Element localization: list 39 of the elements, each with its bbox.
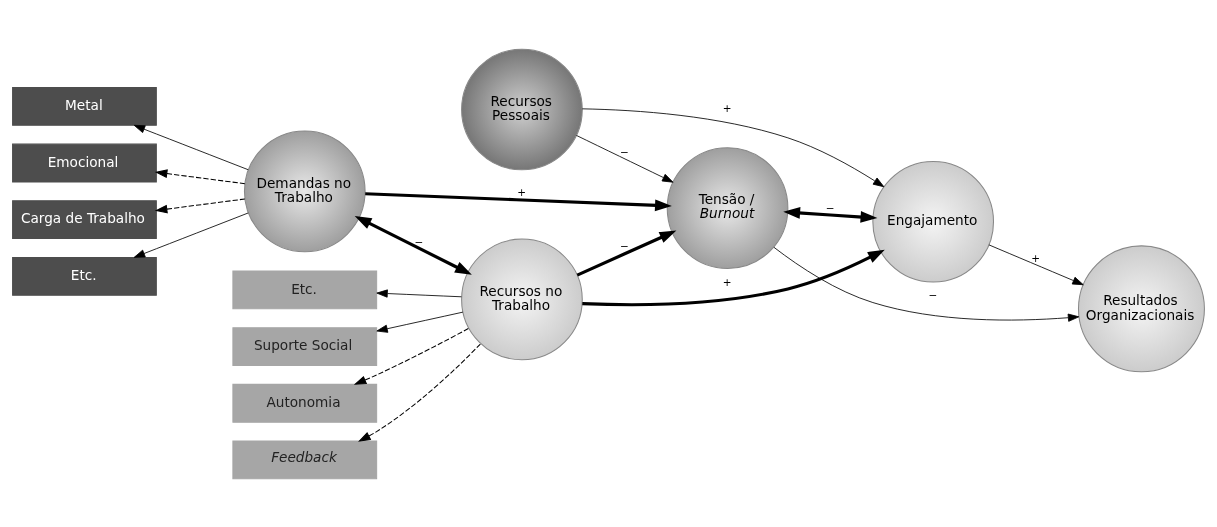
edge-label: − bbox=[620, 145, 629, 158]
arrow bbox=[576, 230, 677, 276]
arrow bbox=[154, 197, 246, 213]
arrow bbox=[773, 246, 1080, 322]
node-box: Emocional bbox=[12, 143, 157, 182]
arrow bbox=[582, 249, 885, 306]
edge-label: + bbox=[722, 275, 732, 288]
edge-label: − bbox=[825, 201, 835, 214]
node-box: Metal bbox=[12, 86, 157, 126]
node-box: Autonomia bbox=[232, 383, 378, 423]
arrow bbox=[358, 342, 482, 442]
node-box: Suporte Social bbox=[232, 326, 378, 366]
arrow bbox=[376, 311, 464, 333]
edge-label: + bbox=[1031, 251, 1041, 264]
edge-label: + bbox=[722, 101, 732, 114]
node-box: Etc. bbox=[12, 256, 157, 296]
node-circle: Tensão / Burnout bbox=[666, 146, 789, 269]
arrow bbox=[783, 206, 878, 223]
arrow bbox=[365, 191, 672, 211]
node-circle: Resultados Organizacionais bbox=[1077, 244, 1205, 372]
node-box: Feedback bbox=[232, 440, 378, 479]
arrow bbox=[376, 288, 462, 298]
edge-label: + bbox=[517, 185, 527, 198]
arrow bbox=[354, 215, 472, 275]
node-circle: Recursos Pessoais bbox=[461, 48, 583, 170]
edge-label: − bbox=[620, 239, 629, 252]
edge-label: − bbox=[928, 288, 938, 301]
node-circle: Demandas no Trabalho bbox=[243, 130, 366, 252]
arrow bbox=[154, 168, 246, 184]
arrow bbox=[581, 107, 885, 187]
arrow bbox=[576, 134, 674, 183]
arrow bbox=[133, 124, 249, 170]
edge-label: − bbox=[414, 235, 424, 248]
arrow bbox=[988, 243, 1084, 285]
node-box: Carga de Trabalho bbox=[12, 199, 157, 239]
node-circle: Recursos no Trabalho bbox=[461, 238, 583, 360]
arrow bbox=[353, 327, 470, 385]
arrow bbox=[133, 212, 249, 258]
node-box: Etc. bbox=[232, 270, 378, 309]
